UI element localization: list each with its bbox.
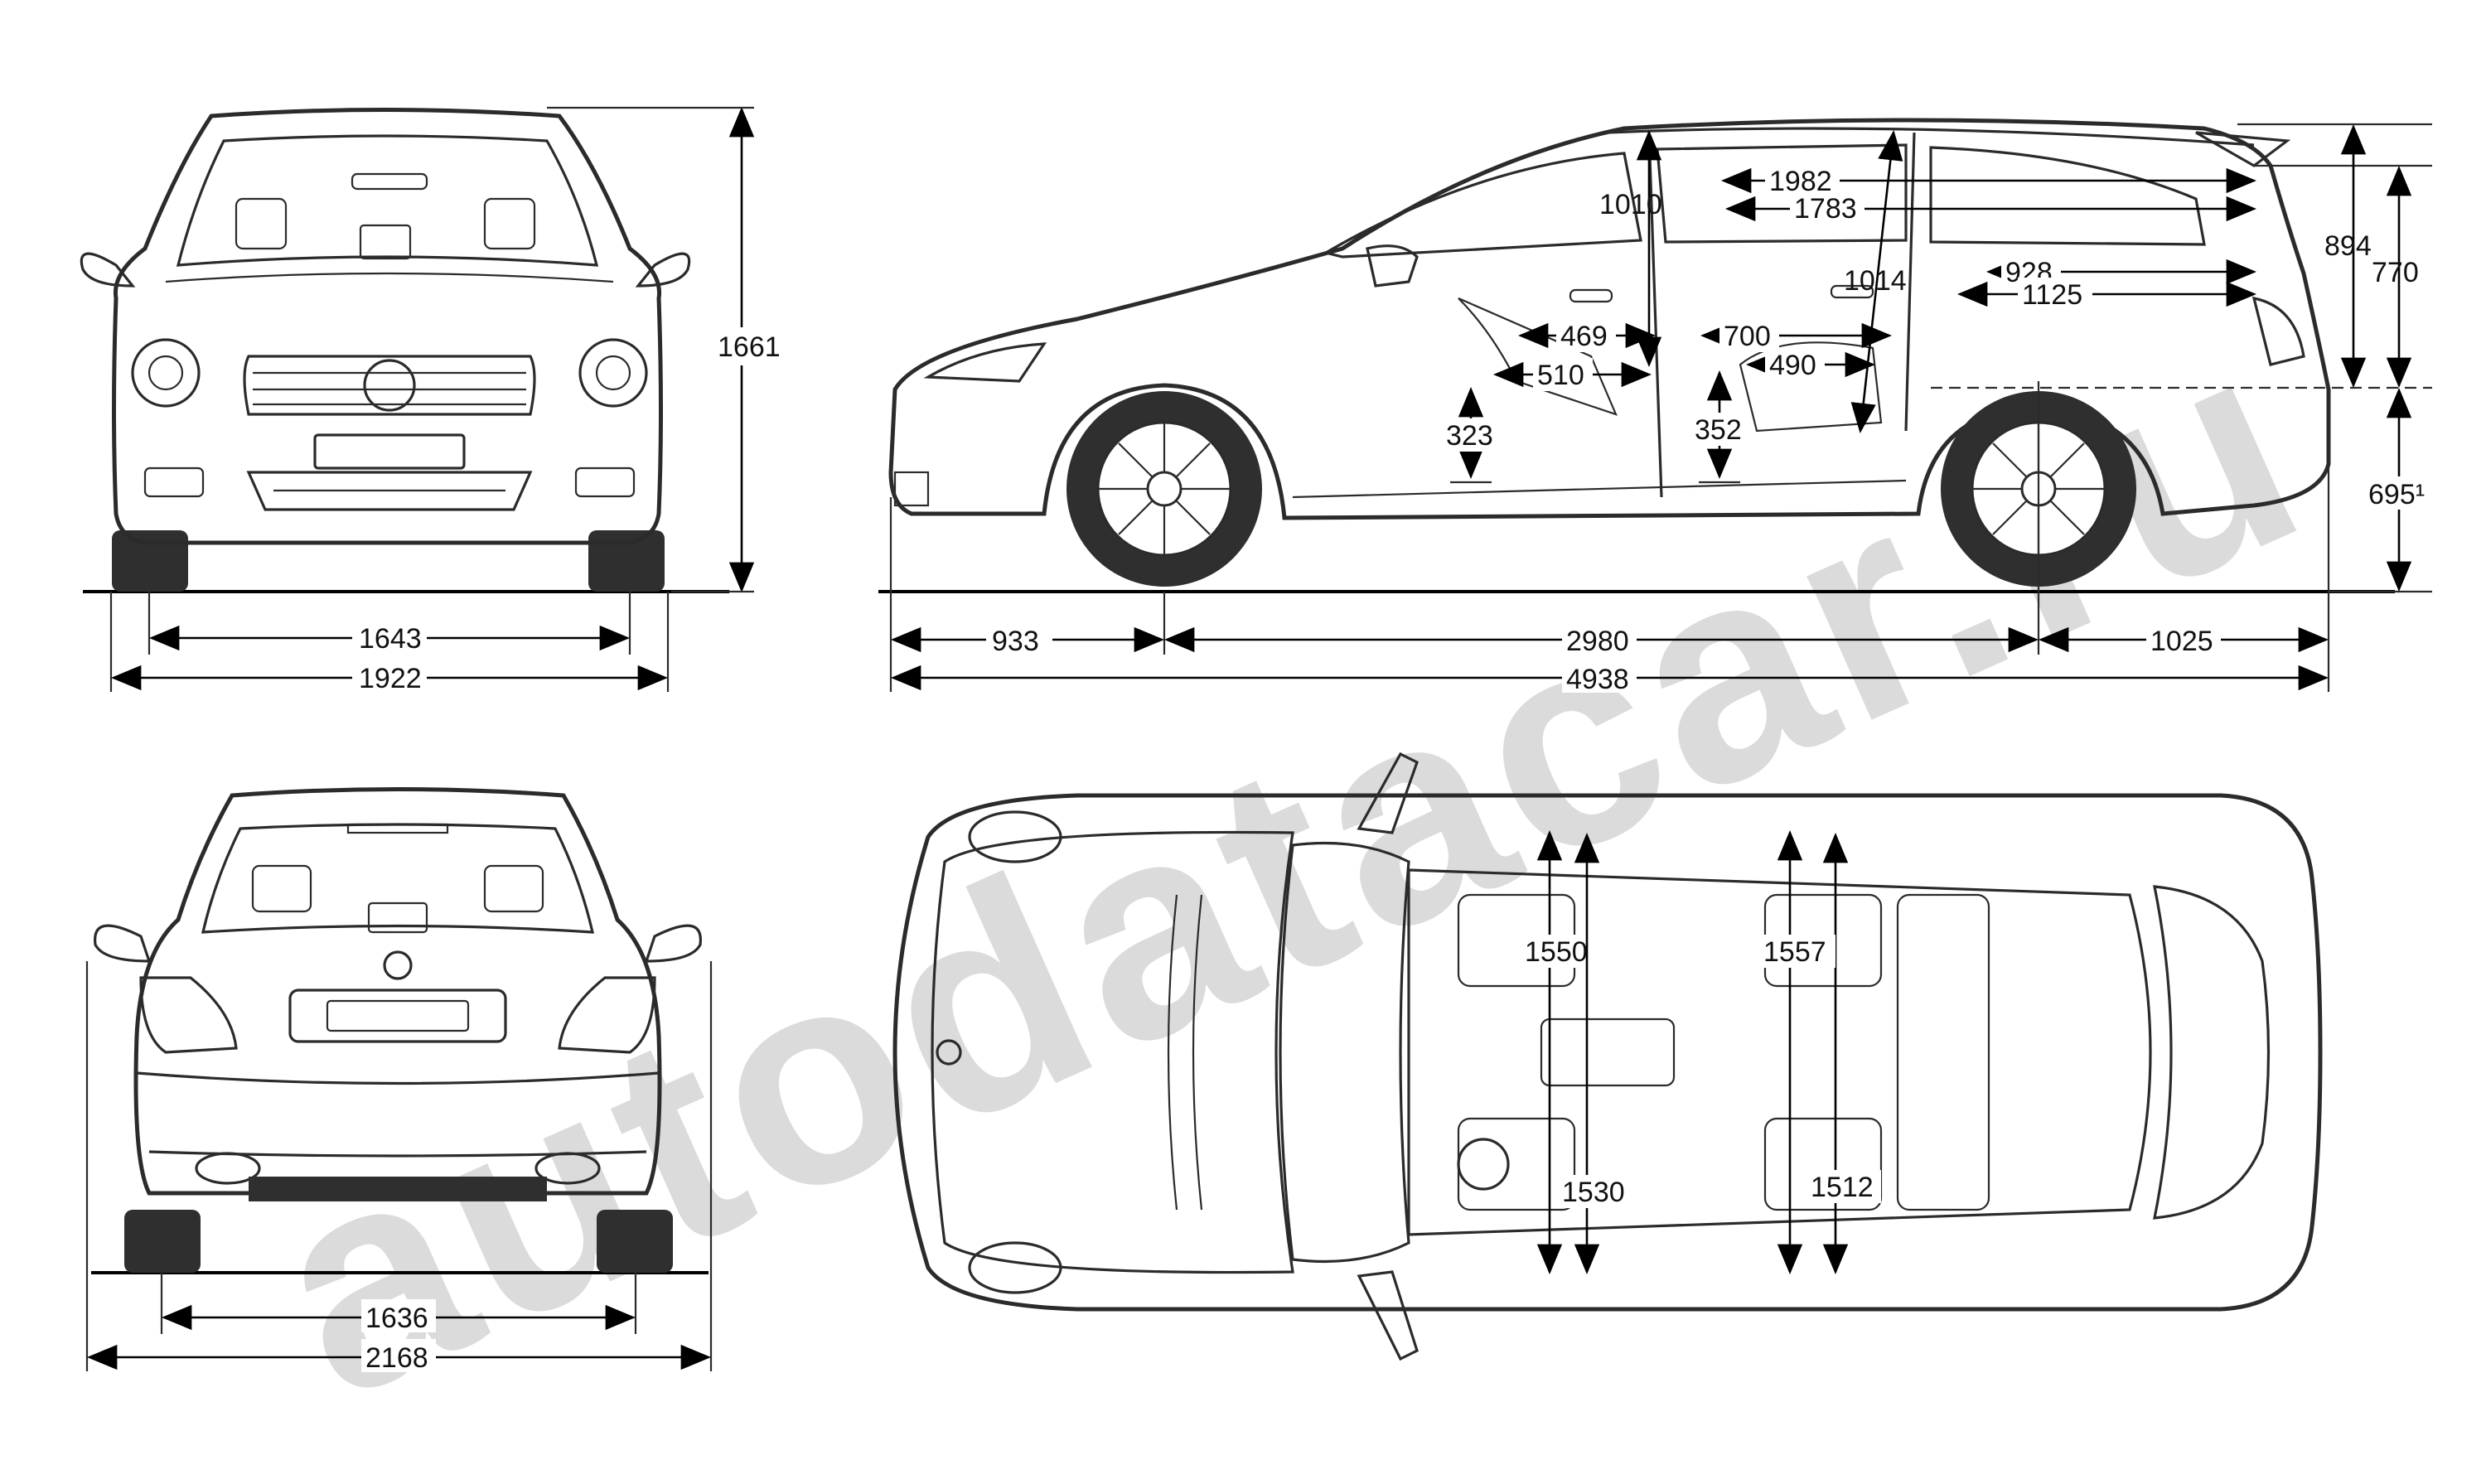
dim-cargo-opening-height: 894: [2324, 230, 2372, 262]
front-dims: 1661 1643 1922: [109, 106, 781, 694]
dim-front-shoulder: 1550: [1525, 936, 1588, 968]
dim-interior-length-1: 1982: [1769, 166, 1832, 197]
top-view: [892, 752, 2323, 1361]
dim-rear-track: 1636: [365, 1303, 428, 1334]
dim-rear-legroom: 700: [1724, 321, 1771, 352]
front-view: [80, 108, 729, 593]
dim-width: 1922: [359, 663, 422, 694]
dim-front-seat-height: 323: [1446, 420, 1493, 452]
dim-front-seat-depth: 510: [1537, 360, 1584, 391]
dim-length: 4938: [1566, 664, 1629, 695]
top-dims: 1550 1530 1557 1512: [1525, 829, 1881, 1275]
dim-cargo-height: 770: [2372, 257, 2419, 288]
dim-wheelbase: 2980: [1566, 626, 1629, 657]
dim-cargo-length: 1125: [2022, 279, 2082, 311]
side-dims: 933 2980 1025 4938 894 770 695¹ 1010 101…: [889, 123, 2432, 695]
rear-view: [91, 787, 709, 1274]
dim-front-headroom: 1010: [1599, 189, 1662, 220]
dim-height: 1661: [718, 331, 781, 363]
dim-width-mirrors: 2168: [365, 1342, 428, 1374]
dim-front-hip: 1530: [1562, 1177, 1625, 1208]
dim-rear-overhang: 1025: [2150, 626, 2213, 657]
rear-dims: 1636 2168: [85, 961, 713, 1374]
dim-front-seat-cushion: 469: [1560, 321, 1608, 352]
dim-front-overhang: 933: [992, 626, 1039, 657]
dim-rear-seat-height: 352: [1695, 414, 1742, 446]
dim-sill-height: 695¹: [2368, 479, 2425, 510]
dim-front-track: 1643: [359, 623, 422, 655]
dim-rear-shoulder: 1557: [1763, 936, 1826, 968]
dim-interior-length-2: 1783: [1794, 193, 1857, 225]
dim-rear-hip: 1512: [1811, 1172, 1874, 1203]
dim-rear-seat-depth: 490: [1769, 350, 1816, 381]
dim-rear-headroom: 1014: [1844, 265, 1907, 297]
